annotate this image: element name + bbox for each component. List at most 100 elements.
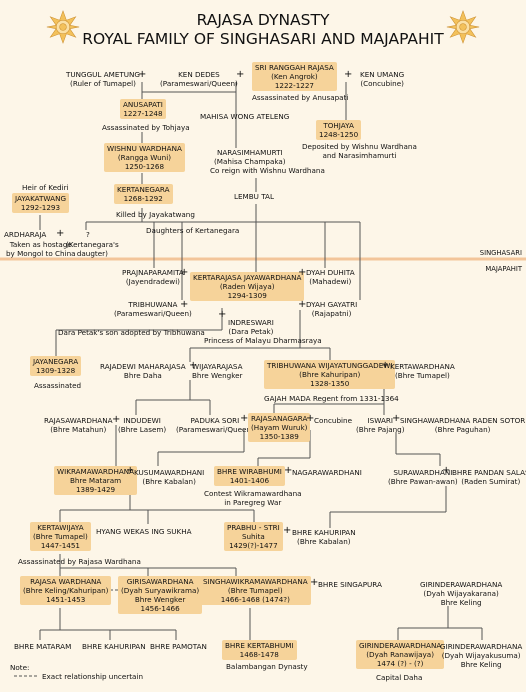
person-name: TOHJAYA	[323, 121, 354, 130]
person-dyah-ranawijaya: GIRINDERAWARDHANA (Dyah Ranawijaya) 1474…	[356, 640, 445, 669]
marriage-plus: +	[138, 69, 147, 80]
person-dyah-gayatri: DYAH GAYATRI (Rajapatni)	[306, 300, 357, 318]
person-title: (Dyah Suryawikrama)	[121, 586, 200, 595]
person-tohjaya: TOHJAYA 1248-1250	[316, 120, 362, 140]
person-years: 1309-1328	[35, 366, 76, 375]
person-title: (Bhre Pawan-awan)	[388, 477, 458, 486]
person-jayanegara: JAYANEGARA 1309-1328	[30, 356, 82, 376]
person-years: 1447-1451	[40, 541, 81, 550]
person-bhre-kahuripan: BHRE KAHURIPAN (Bhre Kabalan)	[292, 528, 356, 546]
person-narasimhamurti: NARASIMHAMURTI (Mahisa Champaka)	[214, 148, 286, 166]
person-unknown: ?	[86, 230, 90, 239]
person-title: (Rajapatni)	[311, 309, 352, 318]
person-name: JAYAKATWANG	[15, 194, 67, 203]
annotation-kert-daughter: (Kertanegara's daugter)	[66, 240, 119, 258]
person-title: Bhre Wengker	[134, 595, 186, 604]
person-title: (Bhre Kabalan)	[297, 537, 351, 546]
person-wikramawardhana: WIKRAMAWARDHANA Bhre Mataram 1389-1429	[54, 466, 138, 495]
person-title: (Bhre Lasem)	[118, 425, 167, 434]
person-name: WIKRAMAWARDHANA	[57, 467, 135, 476]
person-title: (Bhre Paguhan)	[434, 425, 491, 434]
title-line1: RAJASA DYNASTY	[196, 11, 330, 29]
marriage-plus: +	[381, 360, 390, 371]
person-paduka-sori: PADUKA SORI (Parameswari/Queen)	[176, 416, 254, 434]
marriage-plus: +	[112, 414, 121, 425]
person-name: KERTARAJASA JAYAWARDHANA	[193, 273, 302, 282]
person-mahisa-wong-ateleng: MAHISA WONG ATELENG	[200, 112, 290, 121]
person-title: (Dyah Wijayakarana)	[423, 589, 499, 598]
person-hyang-wekas: HYANG WEKAS ING SUKHA	[96, 527, 192, 536]
person-raden-wijaya: KERTARAJASA JAYAWARDHANA (Raden Wijaya) …	[190, 272, 305, 301]
person-ken-dedes: KEN DEDES (Parameswari/Queen)	[160, 70, 238, 88]
person-years: 1350-1389	[259, 432, 299, 441]
person-years: 1292-1293	[20, 203, 61, 212]
person-ken-umang: KEN UMANG (Concubine)	[360, 70, 404, 88]
annotation-killed: Killed by Jayakatwang	[116, 210, 195, 219]
person-name: TRIBHUWANA	[128, 300, 178, 309]
person-bhre-pamotan: BHRE PAMOTAN	[150, 642, 207, 651]
annotation-hostage: Taken as hostage by Mongol to China	[6, 240, 76, 258]
person-title: (Mahisa Champaka)	[214, 157, 286, 166]
note-line: daugter)	[76, 249, 108, 258]
person-girindrawardhana: GIRINDERAWARDHANA (Dyah Wijayakarana) Bh…	[420, 580, 502, 607]
person-name: JAYANEGARA	[33, 357, 79, 366]
note-line: in Paregreg War	[224, 498, 282, 507]
marriage-plus: +	[240, 413, 249, 424]
person-name: TUNGGUL AMETUNG	[66, 70, 140, 79]
person-concubine: Concubine	[314, 416, 353, 425]
person-kertawardhana: KERTAWARDHANA (Bhre Tumapel)	[390, 362, 455, 380]
person-name: GIRISAWARDHANA	[126, 577, 194, 586]
person-name: KEN UMANG	[360, 70, 405, 79]
person-title: (Bhre Tumapel)	[395, 371, 450, 380]
person-name: GIRINDERAWARDHANA	[440, 642, 523, 651]
person-title: Bhre Keling	[440, 598, 482, 607]
person-title: (Ruler of Tumapel)	[70, 79, 136, 88]
person-singhawardhana: SINGHAWARDHANA RADEN SOTOR (Bhre Paguhan…	[400, 416, 525, 434]
person-years: 1248-1250	[319, 130, 359, 139]
marriage-plus: +	[306, 413, 315, 424]
person-indreswari: INDRESWARI (Dara Petak)	[228, 318, 274, 336]
person-name: WISHNU WARDHANA	[107, 144, 182, 153]
person-name: WIJAYARAJASA	[192, 362, 243, 371]
person-years: 1466-1468 (1474?)	[220, 595, 290, 604]
marriage-plus: +	[56, 228, 65, 239]
person-bhre-kertabhumi: BHRE KERTABHUMI 1468-1478	[222, 640, 297, 660]
annotation-coreign: Co reign with Wishnu Wardhana	[210, 166, 325, 175]
surya-majapahit-icon-right	[446, 10, 480, 44]
person-years: 1474 (?) - (?)	[376, 659, 424, 668]
person-kertanegara: KERTANEGARA 1268-1292	[114, 184, 173, 204]
marriage-plus: +	[180, 299, 189, 310]
person-title: (Parameswari/Queen)	[176, 425, 254, 434]
era-label-singhasari: SINGHASARI	[479, 249, 522, 257]
annotation-capital-daha: Capital Daha	[376, 673, 423, 682]
person-ardharaja: ARDHARAJA	[4, 230, 47, 239]
person-title: Bhre Daha	[123, 371, 162, 380]
person-dyah-duhita: DYAH DUHITA (Mahadewi)	[306, 268, 355, 286]
note-line: Deposited by Wishnu Wardhana	[302, 142, 417, 151]
person-title: (Bhre Tumapel)	[33, 532, 88, 541]
person-name: TRIBHUWANA WIJAYATUNGGADEWI	[267, 361, 393, 370]
marriage-plus: +	[284, 465, 293, 476]
marriage-plus: +	[442, 465, 451, 476]
person-years: 1222-1227	[274, 81, 315, 90]
person-years: 1268-1292	[123, 194, 163, 203]
marriage-plus: +	[344, 69, 353, 80]
note-line: and Narasimhamurti	[322, 151, 397, 160]
marriage-plus: +	[392, 413, 401, 424]
marriage-plus: +	[236, 69, 245, 80]
marriage-plus: +	[218, 309, 227, 320]
person-years: 1227-1248	[123, 109, 163, 118]
person-name: KERTAWARDHANA	[390, 362, 455, 371]
person-singhawikramawardhana: SINGHAWIKRAMAWARDHANA (Bhre Tumapel) 146…	[200, 576, 311, 605]
person-title: (Bhre Matahun)	[50, 425, 107, 434]
person-title: Bhre Keling	[460, 660, 502, 669]
person-name: DYAH DUHITA	[306, 268, 355, 277]
person-name: PRABHU - STRI	[227, 523, 280, 532]
person-years: 1456-1466	[140, 604, 180, 613]
person-surawardhani: SURAWARDHANI (Bhre Pawan-awan)	[388, 468, 458, 486]
person-tribhuwana-queen: TRIBHUWANA (Parameswari/Queen)	[114, 300, 192, 318]
person-years: 1451-1453	[46, 595, 86, 604]
person-rajadewi: RAJADEWI MAHARAJASA Bhre Daha	[100, 362, 186, 380]
person-title: (Mahadewi)	[309, 277, 352, 286]
person-name: KEN DEDES	[178, 70, 220, 79]
